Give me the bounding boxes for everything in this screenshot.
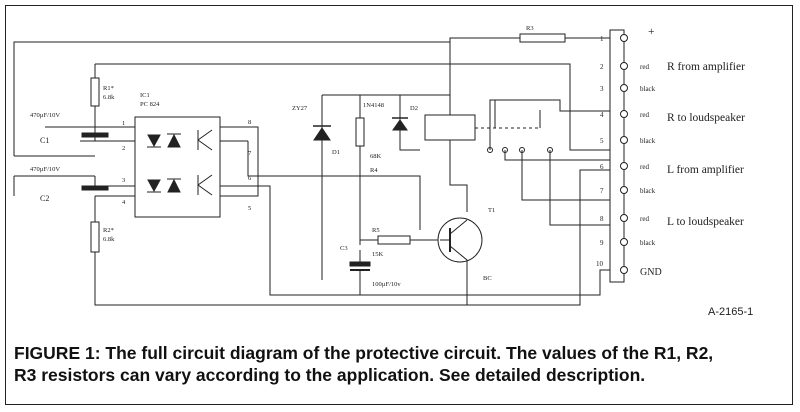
conn-color-2: red <box>640 63 649 71</box>
conn-color-4: red <box>640 111 649 119</box>
conn-color-5: black <box>640 137 656 145</box>
r4-value: 68K <box>370 153 382 160</box>
r3-name: R3 <box>526 25 534 32</box>
ic-pin-3: 3 <box>122 177 125 184</box>
conn-num-7: 7 <box>600 187 604 195</box>
figure-caption: FIGURE 1: The full circuit diagram of th… <box>14 342 786 386</box>
c2-name: C2 <box>40 194 49 203</box>
zener-label: ZY27 <box>292 105 308 112</box>
ic-pin-4: 4 <box>122 199 126 206</box>
conn-color-7: black <box>640 187 656 195</box>
ic-pin-1: 1 <box>122 120 125 127</box>
r2-value: 6.8k <box>103 236 115 243</box>
t1-part: BC <box>483 275 492 282</box>
conn-desc-4: R to loudspeaker <box>667 112 745 124</box>
ic-pin-8: 8 <box>248 119 251 126</box>
conn-num-2: 2 <box>600 63 604 71</box>
conn-color-9: black <box>640 239 656 247</box>
t1-name: T1 <box>488 207 495 214</box>
r2-name: R2* <box>103 227 114 234</box>
conn-desc-10: GND <box>640 267 662 278</box>
ic-pin-2: 2 <box>122 145 125 152</box>
conn-num-8: 8 <box>600 215 604 223</box>
conn-num-10: 10 <box>596 260 604 268</box>
c3-name: C3 <box>340 245 348 252</box>
r1-name: R1* <box>103 85 114 92</box>
ic-pin-7: 7 <box>248 150 252 157</box>
ic1-part: PC 824 <box>140 101 160 108</box>
plus-sign: + <box>648 26 655 38</box>
ic1-name: IC1 <box>140 92 150 99</box>
conn-num-3: 3 <box>600 85 604 93</box>
conn-num-9: 9 <box>600 239 604 247</box>
ic-pin-5: 5 <box>248 205 251 212</box>
conn-desc-2: R from amplifier <box>667 61 745 73</box>
ic-pin-6: 6 <box>248 175 252 182</box>
conn-desc-6: L from amplifier <box>667 164 744 176</box>
conn-desc-8: L to loudspeaker <box>667 216 744 228</box>
conn-color-8: red <box>640 215 649 223</box>
c3-value: 100µF/10v <box>372 281 401 288</box>
caption-line-1: FIGURE 1: The full circuit diagram of th… <box>14 343 714 363</box>
conn-num-5: 5 <box>600 137 604 145</box>
caption-line-2: R3 resistors can vary according to the a… <box>14 365 646 385</box>
d1-label: D1 <box>332 149 340 156</box>
figure-frame <box>5 5 793 405</box>
r5-name: R5 <box>372 227 380 234</box>
figure-id-label: A-2165-1 <box>708 306 754 318</box>
conn-color-3: black <box>640 85 656 93</box>
diode-label: 1N4148 <box>363 102 384 109</box>
conn-color-6: red <box>640 163 649 171</box>
conn-num-6: 6 <box>600 163 604 171</box>
c1-rating: 470µF/10V <box>30 112 60 119</box>
r4-name: R4 <box>370 167 378 174</box>
r5-value: 15K <box>372 251 384 258</box>
c1-name: C1 <box>40 136 49 145</box>
conn-num-4: 4 <box>600 111 604 119</box>
d2-label: D2 <box>410 105 418 112</box>
c2-rating: 470µF/10V <box>30 166 60 173</box>
conn-num-1: 1 <box>600 35 604 43</box>
r1-value: 6.8k <box>103 94 115 101</box>
